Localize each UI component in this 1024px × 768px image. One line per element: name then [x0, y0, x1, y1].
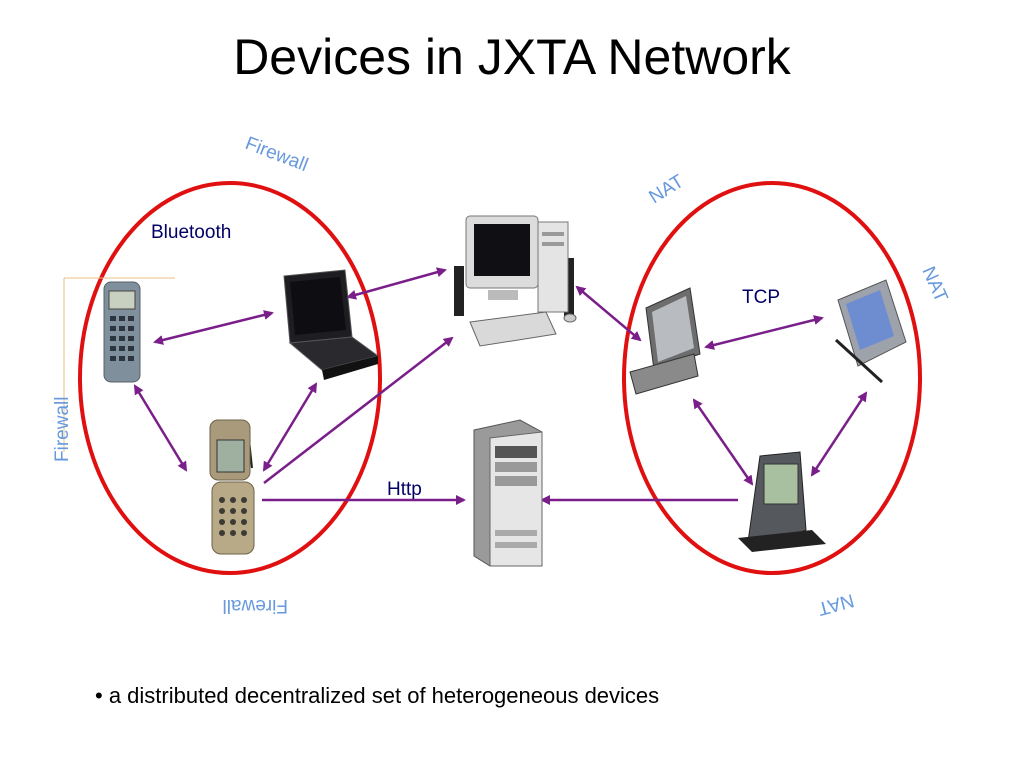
calculator-icon [104, 282, 140, 382]
nat-label-bottom: NAT [815, 589, 856, 619]
arrow-calculator-laptop [155, 313, 272, 342]
desktop-pc-icon [454, 216, 576, 346]
firewall-label-bottom: Firewall [223, 595, 288, 616]
mobile-phone-icon [210, 420, 254, 554]
arrow-tablet-pocketpc [706, 318, 822, 347]
tablet-pc-icon [630, 288, 700, 394]
pocket-pc-icon [836, 280, 906, 382]
arrow-pocketpc-pda [812, 393, 866, 475]
bluetooth-label: Bluetooth [151, 222, 231, 243]
arrow-tablet-pda [694, 400, 752, 484]
http-label: Http [387, 479, 422, 500]
arrow-calculator-phone [135, 386, 186, 470]
firewall-label-top: Firewall [242, 133, 311, 176]
firewall-label-left: Firewall [52, 397, 73, 462]
pda-icon [738, 452, 826, 552]
arrow-phone-laptop [264, 384, 316, 470]
nat-label-top: NAT [646, 171, 688, 208]
tcp-label: TCP [742, 287, 780, 308]
bullet-text: • a distributed decentralized set of het… [95, 683, 659, 709]
tower-server-icon [474, 420, 542, 566]
nat-label-right: NAT [917, 263, 951, 305]
